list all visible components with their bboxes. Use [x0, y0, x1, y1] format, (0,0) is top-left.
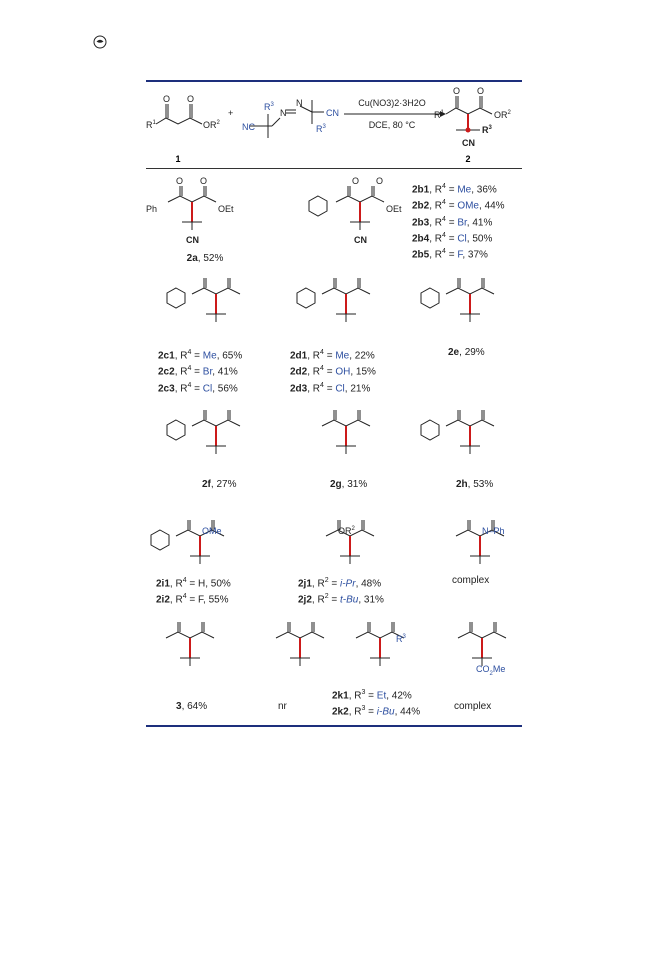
top-rule	[146, 80, 522, 82]
svg-text:R3: R3	[482, 125, 493, 135]
label-2g: 2g, 31%	[330, 479, 368, 490]
svg-text:CN: CN	[462, 138, 475, 148]
reactant-label: 1	[175, 154, 180, 164]
svg-text:OEt: OEt	[218, 204, 234, 214]
label-amide-complex: complex	[452, 575, 490, 586]
svg-text:OMe: OMe	[202, 526, 222, 536]
label-2e: 2e, 29%	[448, 347, 485, 358]
label-2j2: 2j2, R2 = t-Bu, 31%	[298, 593, 384, 606]
svg-text:NC: NC	[242, 122, 255, 132]
label-2f: 2f, 27%	[202, 479, 237, 490]
svg-text:+: +	[228, 108, 233, 118]
label-2c1: 2c1, R4 = Me, 65%	[158, 349, 243, 362]
label-2b5: 2b5, R4 = F, 37%	[412, 248, 488, 261]
svg-text:N–Ph: N–Ph	[482, 526, 505, 536]
label-2a: 2a, 52%	[186, 253, 224, 264]
svg-text:CN: CN	[186, 235, 199, 245]
svg-text:O: O	[453, 86, 460, 96]
svg-text:O: O	[376, 176, 383, 186]
svg-text:R3: R3	[264, 102, 275, 112]
svg-text:R1: R1	[146, 120, 157, 130]
label-2j-list: 2j1, R2 = i-Pr, 48% 2j2, R2 = t-Bu, 31%	[298, 574, 384, 607]
header-rule	[146, 168, 522, 169]
label-2d2: 2d2, R4 = OH, 15%	[290, 365, 376, 378]
svg-text:Ph: Ph	[146, 204, 157, 214]
label-2i2: 2i2, R4 = F, 55%	[156, 593, 229, 606]
svg-text:N: N	[296, 98, 303, 108]
svg-text:OR2: OR2	[203, 120, 221, 130]
svg-text:R3: R3	[316, 124, 327, 134]
label-2b4: 2b4, R4 = Cl, 50%	[412, 231, 493, 245]
label-2i1: 2i1, R4 = H, 50%	[156, 577, 231, 590]
svg-text:OR2: OR2	[338, 526, 356, 536]
svg-text:R1: R1	[434, 110, 445, 120]
svg-text:O: O	[200, 176, 207, 186]
label-2b1: 2b1, R4 = Me, 36%	[412, 183, 497, 196]
svg-text:O: O	[477, 86, 484, 96]
label-2d1: 2d1, R4 = Me, 22%	[290, 349, 375, 362]
svg-text:CN: CN	[326, 108, 339, 118]
label-2c-list: 2c1, R4 = Me, 65% 2c2, R4 = Br, 41% 2c3,…	[158, 346, 242, 395]
svg-text:O: O	[187, 94, 194, 104]
label-2h: 2h, 53%	[456, 479, 494, 490]
label-2k1: 2k1, R3 = Et, 42%	[332, 689, 412, 702]
label-2c2: 2c2, R4 = Br, 41%	[158, 365, 238, 378]
label-2d-list: 2d1, R4 = Me, 22% 2d2, R4 = OH, 15% 2d3,…	[290, 346, 376, 395]
svg-text:OEt: OEt	[386, 204, 402, 214]
svg-text:R3: R3	[396, 634, 407, 644]
label-2c3: 2c3, R4 = Cl, 56%	[158, 381, 238, 394]
label-2k2: 2k2, R3 = i-Bu, 44%	[332, 705, 421, 718]
svg-text:O: O	[352, 176, 359, 186]
svg-text:CO2Me: CO2Me	[476, 664, 505, 677]
reagents: Cu(NO3)2·3H2O	[358, 98, 426, 108]
circular-logo-icon	[93, 35, 107, 49]
label-2b3: 2b3, R4 = Br, 41%	[412, 215, 493, 228]
svg-text:CN: CN	[354, 235, 367, 245]
svg-text:N: N	[280, 108, 287, 118]
label-2k-list: 2k1, R3 = Et, 42% 2k2, R3 = i-Bu, 44%	[332, 686, 420, 719]
svg-text:O: O	[176, 176, 183, 186]
label-2i-list: 2i1, R4 = H, 50% 2i2, R4 = F, 55%	[156, 574, 231, 607]
bottom-rule	[146, 725, 522, 727]
label-ester-complex: complex	[454, 701, 492, 712]
label-2b-list: 2b1, R4 = Me, 36% 2b2, R4 = OMe, 44% 2b3…	[412, 180, 505, 262]
label-3: 3, 64%	[176, 701, 208, 712]
label-nr: nr	[278, 701, 287, 712]
label-2b2: 2b2, R4 = OMe, 44%	[412, 199, 505, 212]
label-2j1: 2j1, R2 = i-Pr, 48%	[298, 577, 382, 590]
svg-text:O: O	[163, 94, 170, 104]
label-2d3: 2d3, R4 = Cl, 21%	[290, 381, 371, 394]
conditions: DCE, 80 °C	[369, 120, 416, 130]
product-label: 2	[465, 154, 470, 164]
svg-text:OR2: OR2	[494, 110, 512, 120]
